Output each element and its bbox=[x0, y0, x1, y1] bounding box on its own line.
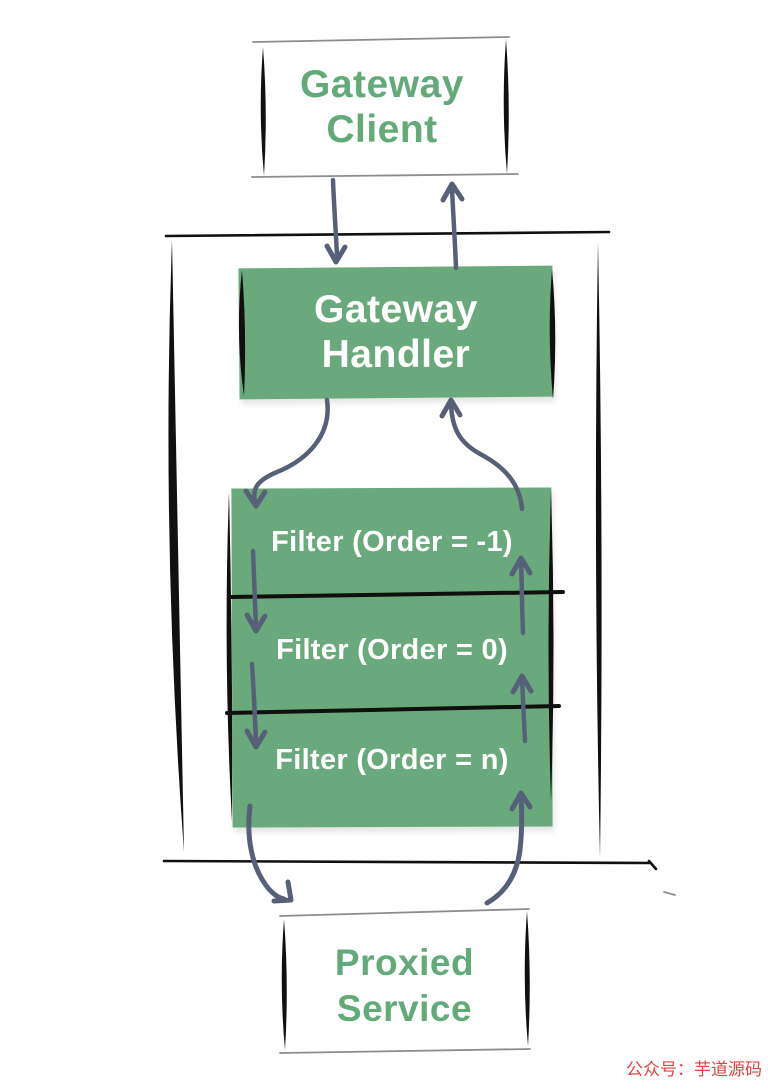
filter-chain-left-brush bbox=[226, 492, 233, 822]
arrow-filter-0-to-filter-n bbox=[244, 661, 268, 750]
client-box-bottom-border bbox=[251, 173, 519, 178]
gateway-handler-label-line1: Gateway bbox=[314, 288, 478, 331]
client-box-right-brush bbox=[503, 39, 509, 174]
watermark-text: 公众号：芋道源码 bbox=[626, 1060, 762, 1079]
arrow-proxied-service-to-filter-n bbox=[484, 790, 533, 906]
outer-box-corner-tick bbox=[647, 859, 658, 871]
gateway-client-label: Gateway Client bbox=[254, 62, 510, 152]
filter-0-label: Filter (Order = 0) bbox=[276, 634, 508, 666]
filter-n-label: Filter (Order = n) bbox=[275, 744, 509, 776]
arrow-filter-0-to-filter-neg1 bbox=[509, 555, 533, 636]
filter-neg1-label: Filter (Order = -1) bbox=[271, 526, 513, 558]
arrow-filter-n-to-proxied-service bbox=[246, 803, 294, 904]
proxied-service-label-line1: Proxied bbox=[334, 942, 475, 983]
gateway-handler-label-line2: Handler bbox=[321, 333, 471, 376]
gateway-client-label-line1: Gateway bbox=[300, 63, 464, 106]
gateway-handler-label: Gateway Handler bbox=[239, 287, 553, 377]
handler-box-left-brush bbox=[238, 270, 246, 396]
arrow-handler-to-filter-neg1 bbox=[243, 397, 330, 509]
filter-divider-2 bbox=[225, 704, 561, 715]
arrow-filter-neg1-to-filter-0 bbox=[244, 548, 268, 634]
outer-box-bottom-border bbox=[162, 859, 653, 865]
client-box-top-border bbox=[252, 36, 510, 43]
proxied-box-left-brush bbox=[281, 919, 287, 1050]
arrow-filter-neg1-to-handler bbox=[439, 397, 525, 512]
outer-box-top-border bbox=[164, 230, 611, 238]
proxied-service-label-line2: Service bbox=[336, 988, 473, 1029]
proxied-box-bottom-border bbox=[279, 1048, 531, 1054]
outer-box-right-brush bbox=[595, 242, 602, 858]
arrow-filter-n-to-filter-0 bbox=[510, 673, 534, 744]
filter-chain-right-brush bbox=[548, 490, 554, 802]
client-box-left-brush bbox=[260, 47, 266, 176]
gateway-client-label-line2: Client bbox=[326, 108, 438, 151]
arrow-handler-to-client bbox=[440, 181, 465, 271]
filter-divider-1 bbox=[228, 590, 565, 599]
proxied-service-label: Proxied Service bbox=[280, 940, 529, 1032]
proxied-box-top-border bbox=[279, 908, 530, 917]
proxied-box-right-brush bbox=[524, 911, 530, 1046]
arrow-client-to-handler bbox=[324, 177, 348, 265]
handler-box-right-brush bbox=[549, 269, 556, 399]
stray-mark bbox=[663, 891, 676, 896]
outer-box-left-brush bbox=[168, 240, 184, 852]
